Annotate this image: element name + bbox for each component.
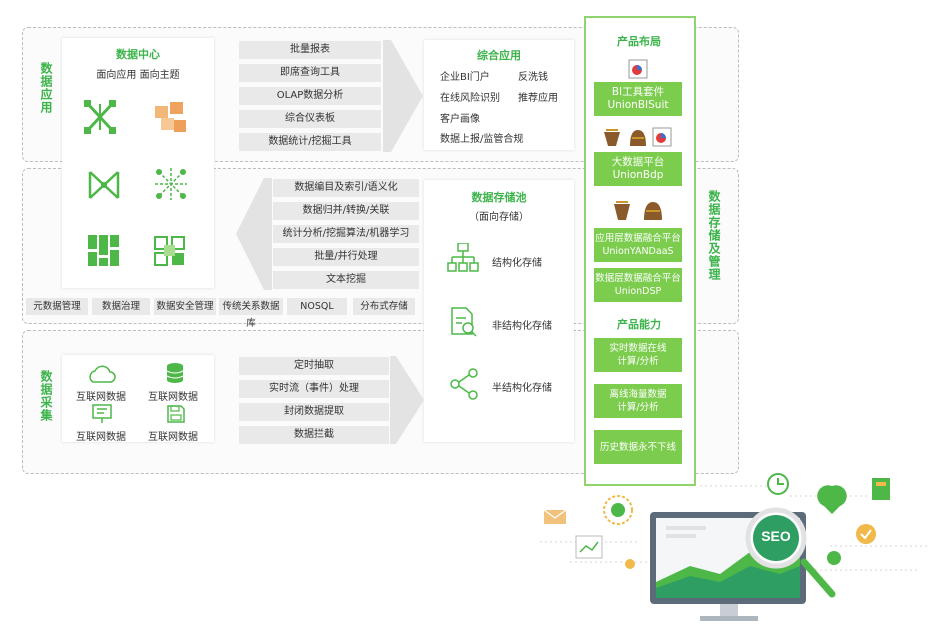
data-sources-panel bbox=[62, 355, 214, 442]
source-label-3: 互联网数据 bbox=[76, 432, 126, 443]
storage-unstructured: 非结构化存储 bbox=[492, 321, 552, 332]
capability-offline-line2: 计算/分析 bbox=[617, 402, 659, 413]
collect-closed: 封闭数据提取 bbox=[239, 403, 389, 421]
proc-merge: 数据归并/转换/关联 bbox=[273, 202, 419, 220]
app-regulatory-report: 数据上报/监管合规 bbox=[440, 134, 524, 145]
presentation-icon bbox=[92, 404, 112, 423]
storage-pool-title: 数据存储池 bbox=[471, 191, 527, 204]
bigdata-icons bbox=[604, 127, 672, 147]
storage-pool-subtitle: （面向存储） bbox=[469, 212, 529, 223]
product-dsp-code: UnionDSP bbox=[614, 286, 662, 297]
product-yandaas-name: 应用层数据融合平台 bbox=[595, 233, 681, 244]
product-layout-title: 产品布局 bbox=[617, 35, 661, 48]
scatter-network-icon bbox=[155, 168, 187, 200]
flow-blocks-icon bbox=[154, 236, 185, 266]
arrow-right-icon bbox=[383, 40, 423, 152]
product-yandaas: 应用层数据融合平台 UnionYANDaaS bbox=[594, 228, 682, 262]
collect-scheduled: 定时抽取 bbox=[239, 357, 389, 375]
product-dsp-name: 数据层数据融合平台 bbox=[595, 273, 681, 284]
seo-badge: SEO bbox=[761, 528, 791, 544]
product-capability-title: 产品能力 bbox=[617, 318, 661, 331]
layer-label-collection: 数据采集 bbox=[39, 370, 53, 422]
mgmt-governance: 数据治理 bbox=[92, 298, 150, 315]
layer-label-application: 数据应用 bbox=[39, 62, 53, 114]
mgmt-security: 数据安全管理 bbox=[154, 298, 216, 315]
collect-stream: 实时流（事件）处理 bbox=[239, 380, 389, 398]
tool-adhoc-query: 即席查询工具 bbox=[239, 64, 381, 82]
mgmt-rdbms: 传统关系数据库 bbox=[219, 298, 283, 329]
mesh-network-icon bbox=[88, 171, 120, 199]
app-bi-portal: 企业BI门户 bbox=[440, 72, 490, 83]
capability-realtime: 实时数据在线 计算/分析 bbox=[594, 338, 682, 372]
capability-realtime-line2: 计算/分析 bbox=[617, 356, 659, 367]
tool-mining: 数据统计/挖掘工具 bbox=[239, 133, 381, 151]
data-center-title: 数据中心 bbox=[116, 48, 160, 61]
mgmt-distributed: 分布式存储 bbox=[353, 298, 415, 315]
integrated-apps-title: 综合应用 bbox=[477, 49, 521, 62]
source-label-2: 互联网数据 bbox=[148, 392, 198, 403]
storage-semistructured: 半结构化存储 bbox=[492, 383, 552, 394]
proc-batch: 批量/并行处理 bbox=[273, 248, 419, 266]
tool-batch-report: 批量报表 bbox=[239, 41, 381, 59]
share-icon bbox=[450, 368, 478, 400]
capability-history-line1: 历史数据永不下线 bbox=[599, 441, 676, 453]
data-center-panel: 数据中心 面向应用 面向主题 bbox=[62, 38, 214, 288]
app-recommendation: 推荐应用 bbox=[518, 93, 558, 104]
capability-offline-line1: 离线海量数据 bbox=[609, 389, 667, 400]
proc-ml: 统计分析/挖掘算法/机器学习 bbox=[273, 225, 419, 243]
bi-chart-icon bbox=[628, 59, 648, 79]
product-bisuit: BI工具套件 UnionBISuit bbox=[594, 82, 682, 116]
fusion-icons bbox=[614, 201, 662, 220]
product-bisuit-code: UnionBISuit bbox=[607, 99, 669, 111]
app-customer-profile: 客户画像 bbox=[440, 114, 480, 125]
product-bdp-code: UnionBdp bbox=[612, 169, 664, 181]
storage-structured: 结构化存储 bbox=[492, 258, 542, 269]
arrow-left-icon bbox=[236, 178, 272, 290]
product-yandaas-code: UnionYANDaaS bbox=[602, 246, 674, 257]
arrow-right-icon-2 bbox=[390, 356, 424, 444]
network-x-icon bbox=[84, 100, 116, 134]
proc-cataloging: 数据编目及索引/语义化 bbox=[273, 179, 419, 197]
product-bisuit-name: BI工具套件 bbox=[611, 86, 665, 98]
product-bdp-name: 大数据平台 bbox=[611, 156, 665, 168]
cubes-icon bbox=[155, 102, 186, 132]
collect-intercept: 数据拦截 bbox=[239, 426, 389, 444]
product-dsp: 数据层数据融合平台 UnionDSP bbox=[594, 268, 682, 302]
hierarchy-icon bbox=[447, 243, 479, 272]
integrated-apps-panel: 综合应用 bbox=[424, 40, 574, 150]
mgmt-metadata: 元数据管理 bbox=[26, 298, 88, 315]
floppy-icon bbox=[167, 405, 185, 423]
storage-pool-panel: 数据存储池 （面向存储） bbox=[424, 180, 574, 442]
capability-offline: 离线海量数据 计算/分析 bbox=[594, 384, 682, 418]
cloud-icon bbox=[89, 365, 116, 383]
proc-text-mining: 文本挖掘 bbox=[273, 271, 419, 289]
tool-dashboard: 综合仪表板 bbox=[239, 110, 381, 128]
grid-blocks-icon bbox=[88, 235, 119, 266]
mgmt-nosql: NOSQL bbox=[287, 298, 347, 315]
capability-history: 历史数据永不下线 bbox=[594, 430, 682, 464]
layer-label-storage: 数据存储及管理 bbox=[707, 190, 721, 281]
app-anti-money-laundering: 反洗钱 bbox=[518, 72, 548, 83]
app-risk-detection: 在线风险识别 bbox=[440, 93, 500, 104]
source-label-4: 互联网数据 bbox=[148, 432, 198, 443]
data-center-subtitle: 面向应用 面向主题 bbox=[96, 70, 180, 81]
document-search-icon bbox=[451, 307, 477, 337]
database-icon bbox=[166, 363, 184, 383]
tool-olap: OLAP数据分析 bbox=[239, 87, 381, 105]
product-bdp: 大数据平台 UnionBdp bbox=[594, 152, 682, 186]
capability-realtime-line1: 实时数据在线 bbox=[609, 343, 667, 354]
seo-illustration bbox=[540, 473, 930, 621]
source-label-1: 互联网数据 bbox=[76, 392, 126, 403]
